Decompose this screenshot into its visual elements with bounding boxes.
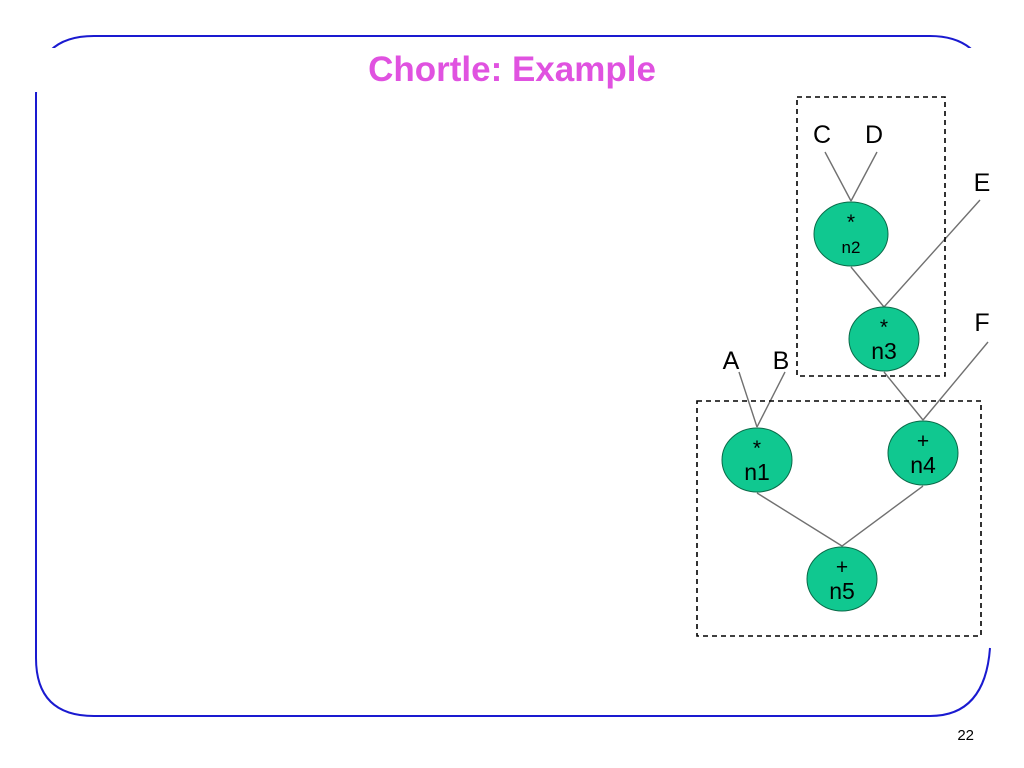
diagram-inputs: A B C D E F: [723, 121, 991, 375]
node-n2-circle: [813, 201, 889, 267]
node-n3-label: n3: [871, 338, 897, 364]
upper-group-box: [796, 96, 946, 377]
node-n4-circle: [887, 420, 959, 486]
edge-D-n2: [850, 151, 878, 202]
slide-title: Chortle: Example: [0, 48, 1024, 92]
node-n2-label: n2: [842, 238, 861, 257]
input-label-D: D: [865, 121, 883, 149]
edge-n4-n5: [841, 485, 924, 547]
node-n4-operator: +: [917, 430, 929, 453]
node-n4-label: n4: [910, 452, 936, 478]
diagram-groups: [696, 96, 982, 637]
edge-E-n3: [883, 199, 981, 308]
diagram-edges: [738, 151, 989, 547]
node-n1-label: n1: [744, 459, 770, 485]
input-label-A: A: [723, 347, 740, 375]
node-n3: *n3: [848, 306, 920, 372]
edge-n2-n3: [850, 266, 885, 308]
node-n4: +n4: [887, 420, 959, 486]
lower-group-box: [696, 400, 982, 637]
node-n1: *n1: [721, 427, 793, 493]
edge-A-n1: [738, 371, 758, 428]
node-n1-circle: [721, 427, 793, 493]
node-n5: +n5: [806, 546, 878, 612]
node-n1-operator: *: [753, 437, 761, 460]
node-n5-circle: [806, 546, 878, 612]
node-n2-operator: *: [847, 211, 855, 234]
input-label-B: B: [773, 347, 790, 375]
node-n3-circle: [848, 306, 920, 372]
slide-frame-border: [35, 35, 991, 717]
edge-F-n4: [922, 341, 989, 421]
node-n5-operator: +: [836, 556, 848, 579]
node-n3-operator: *: [880, 316, 888, 339]
input-label-F: F: [974, 309, 989, 337]
input-label-C: C: [813, 121, 831, 149]
node-n2: * n2: [813, 201, 889, 267]
slide-title-text: Chortle: Example: [362, 50, 662, 89]
diagram-nodes: *n1*n2*n3+n4+n5: [721, 201, 959, 612]
edge-n1-n5: [756, 492, 843, 547]
page-number: 22: [957, 727, 974, 744]
edge-C-n2: [824, 151, 852, 202]
edge-B-n1: [756, 371, 786, 428]
node-n5-label: n5: [829, 578, 855, 604]
input-label-E: E: [974, 169, 991, 197]
edge-n3-n4: [883, 371, 924, 421]
